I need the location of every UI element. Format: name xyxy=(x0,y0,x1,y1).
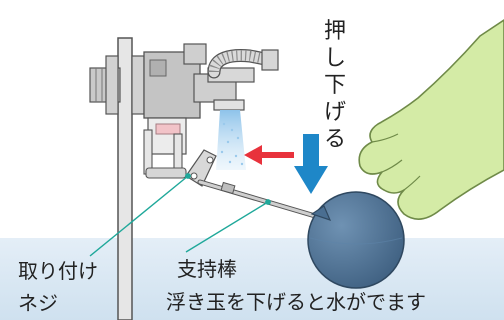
caption: 浮き玉を下げると水がでます xyxy=(166,290,426,314)
mounting-screw-label-line1: 取り付け xyxy=(18,259,98,283)
hand-glove xyxy=(358,19,504,220)
push-down-arrow xyxy=(294,134,328,194)
tank-water xyxy=(0,238,504,320)
water-spray xyxy=(216,110,246,170)
float-arm-pivot xyxy=(185,149,217,187)
mounting-screw-label-line2: ネジ xyxy=(18,291,58,315)
valve-bracket xyxy=(143,117,187,179)
flexible-hose xyxy=(207,49,279,79)
outlet-nozzle xyxy=(213,99,245,111)
leader-lines xyxy=(89,173,271,257)
valve-body xyxy=(143,43,255,119)
support-rod-label: 支持棒 xyxy=(177,257,237,281)
tank-wall xyxy=(117,37,133,320)
water-spray-dots xyxy=(220,122,244,166)
water-flow-arrow xyxy=(244,145,294,165)
push-down-label: 押し下げる xyxy=(323,19,346,152)
mounting-screw xyxy=(89,55,145,115)
float-ball xyxy=(307,191,405,289)
support-rod xyxy=(197,179,325,221)
